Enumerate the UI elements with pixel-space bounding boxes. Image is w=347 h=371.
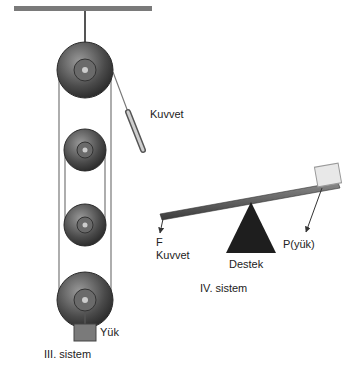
- part-label: F Kuvvet: [156, 236, 190, 261]
- force-arrow: [160, 219, 163, 233]
- part-label: III. sistem: [44, 348, 91, 361]
- fulcrum-support: [226, 202, 276, 253]
- part-label: Yük: [100, 326, 119, 339]
- pulley-wheel: [57, 42, 113, 328]
- part-label: P(yük): [283, 238, 315, 251]
- part-label: Destek: [229, 258, 263, 271]
- pulley-rope: [59, 70, 128, 300]
- hanger-rod: [84, 11, 86, 44]
- ceiling-bar: [14, 6, 152, 11]
- load-arrow: [306, 188, 322, 232]
- load-box: [74, 324, 96, 341]
- force-handle: [128, 112, 143, 150]
- lever-load: [314, 163, 341, 187]
- part-label: IV. sistem: [200, 282, 247, 295]
- part-label: Kuvvet: [150, 108, 184, 121]
